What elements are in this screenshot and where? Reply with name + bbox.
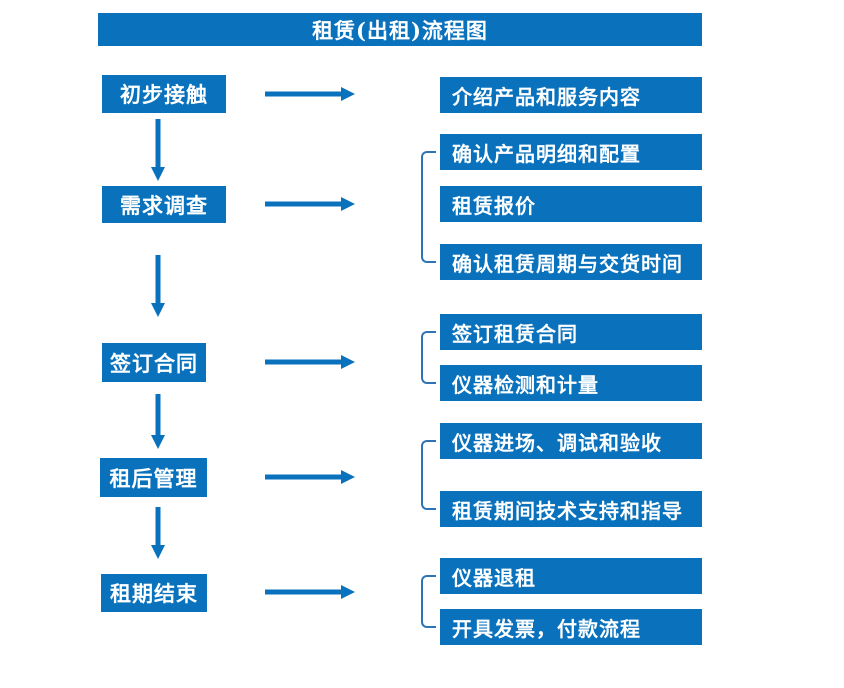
output-box-rental-quote: 租赁报价 xyxy=(440,186,702,222)
arrow-right-icon xyxy=(265,585,355,599)
output-box-confirm-period-delivery: 确认租赁周期与交货时间 xyxy=(440,244,702,280)
arrow-right-icon xyxy=(265,87,355,101)
arrow-right-icon xyxy=(265,355,355,369)
output-box-introduce-products: 介绍产品和服务内容 xyxy=(440,77,702,113)
output-box-technical-support: 租赁期间技术支持和指导 xyxy=(440,491,702,527)
arrow-down-icon xyxy=(151,507,165,559)
group-bracket xyxy=(421,575,436,628)
arrow-right-icon xyxy=(265,470,355,484)
step-box-initial-contact: 初步接触 xyxy=(102,75,226,113)
step-box-demand-survey: 需求调查 xyxy=(102,186,226,223)
step-box-lease-end: 租期结束 xyxy=(101,574,207,612)
arrow-down-icon xyxy=(151,255,165,317)
output-box-instrument-return: 仪器退租 xyxy=(440,558,702,594)
output-box-confirm-product-details: 确认产品明细和配置 xyxy=(440,134,702,170)
step-box-post-rental-management: 租后管理 xyxy=(100,458,207,497)
arrow-down-icon xyxy=(151,394,165,449)
diagram-title: 租赁(出租)流程图 xyxy=(98,13,702,46)
group-bracket xyxy=(421,331,436,384)
arrow-down-icon xyxy=(151,119,165,181)
output-box-instrument-testing: 仪器检测和计量 xyxy=(440,365,702,401)
group-bracket xyxy=(421,440,436,510)
output-box-instrument-setup: 仪器进场、调试和验收 xyxy=(440,423,702,459)
step-box-sign-contract: 签订合同 xyxy=(102,343,206,382)
group-bracket xyxy=(421,151,436,263)
output-box-sign-rental-contract: 签订租赁合同 xyxy=(440,314,702,350)
output-box-invoice-payment: 开具发票，付款流程 xyxy=(440,609,702,645)
arrow-right-icon xyxy=(265,197,355,211)
